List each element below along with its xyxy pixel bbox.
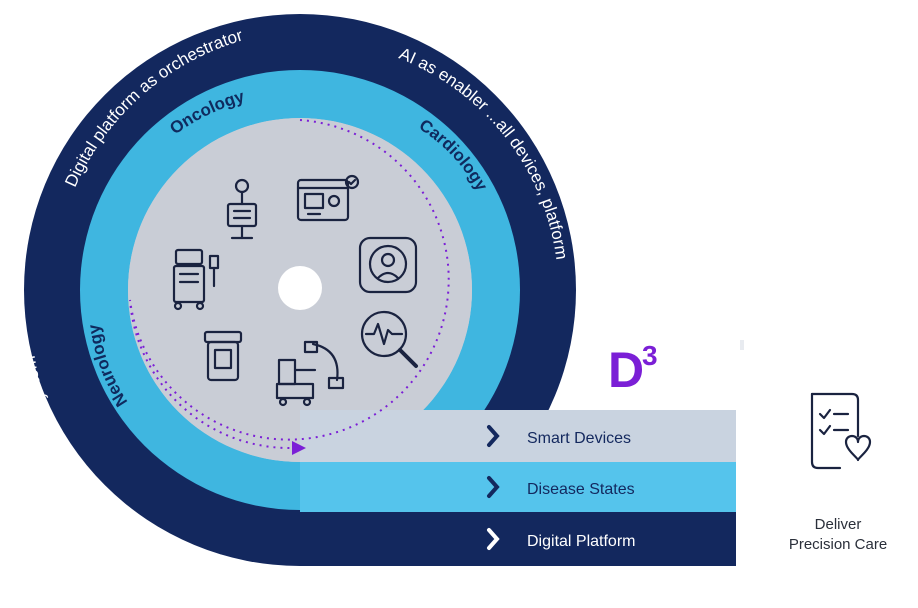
outcome-label: Deliver Precision Care: [758, 515, 918, 555]
svg-text:Smart Devices: Smart Devices: [527, 430, 631, 447]
ecg-magnifier-icon: [360, 310, 418, 368]
svg-text:3: 3: [642, 340, 658, 371]
inner-disc: [128, 118, 740, 462]
monitor-device-icon: [296, 174, 360, 222]
center-hole: [278, 266, 322, 310]
dotted-orbit: [129, 119, 450, 455]
svg-text:Digital Platform: Digital Platform: [527, 533, 635, 550]
mri-scanner-icon: [358, 236, 418, 294]
ultrasound-cart-icon: [172, 248, 220, 311]
svg-text:Disease States: Disease States: [527, 481, 635, 498]
outcome-line1: Deliver: [814, 516, 862, 533]
band-row-disease-states: Disease States: [487, 476, 635, 498]
checklist-heart-icon: [810, 392, 872, 470]
outcome-line2: Precision Care: [788, 536, 888, 553]
chevron-right-icon: [487, 425, 500, 447]
c-arm-icon: [275, 340, 345, 407]
chevron-right-icon: [487, 476, 500, 498]
svg-text:D: D: [608, 342, 644, 398]
band-row-digital-platform: Digital Platform: [487, 528, 635, 550]
disease-band: [300, 462, 740, 512]
platform-band: [300, 512, 740, 564]
xray-stand-icon: [226, 178, 258, 240]
band-row-smart-devices: Smart Devices: [487, 425, 631, 447]
chevron-right-icon: [487, 528, 500, 550]
specimen-container-icon: [203, 330, 243, 382]
d3-brand: D 3: [608, 340, 658, 398]
